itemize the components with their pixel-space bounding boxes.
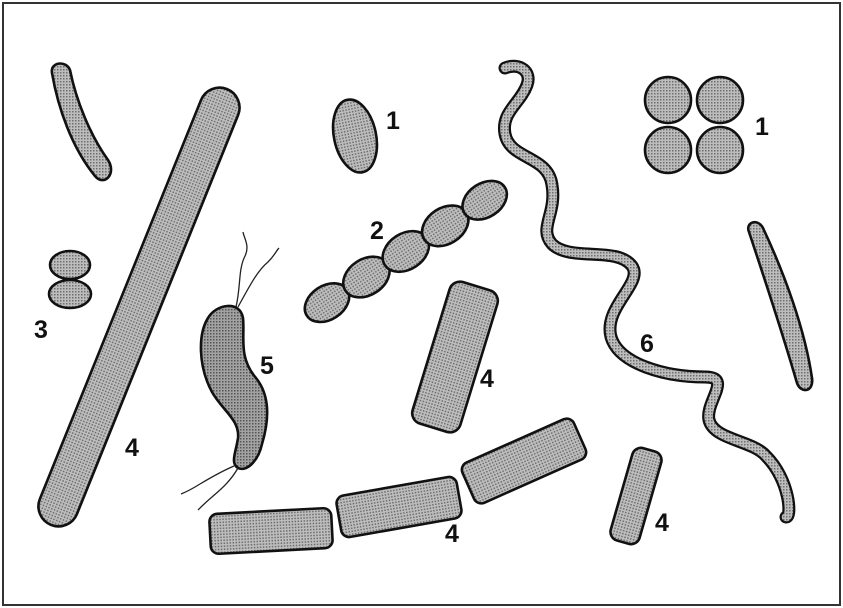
- chain-rod: [459, 416, 588, 506]
- label-diplococcus: 3: [34, 316, 48, 344]
- tetrad-cell: [645, 77, 691, 123]
- curved-rod: [52, 64, 111, 181]
- label-coccus: 1: [386, 107, 400, 135]
- diplococcus-cell-top: [50, 251, 90, 279]
- label-tetrad: 1: [755, 113, 769, 141]
- flagellum: [181, 466, 234, 494]
- coccus-single: [327, 95, 383, 176]
- label-small-rod: 4: [655, 509, 669, 537]
- streptobacillus-chain: [209, 416, 589, 554]
- label-spirochete: 6: [640, 330, 654, 358]
- label-medium-rod: 4: [480, 365, 494, 393]
- label-long-bacillus: 4: [125, 434, 139, 462]
- spirillum-body: [201, 306, 267, 469]
- label-streptobacillus: 4: [445, 520, 459, 548]
- chain-rod: [209, 508, 333, 554]
- label-spirillum: 5: [260, 352, 274, 380]
- chain-rod: [335, 476, 462, 539]
- tetrad-cell: [697, 77, 743, 123]
- label-streptococcus: 2: [370, 217, 384, 245]
- tetrad-cell: [697, 127, 743, 173]
- tetrad-cell: [645, 127, 691, 173]
- diplococcus-cell-bottom: [49, 280, 91, 308]
- thin-rod: [748, 222, 812, 390]
- medium-rod: [409, 279, 500, 435]
- flagellum: [236, 232, 247, 307]
